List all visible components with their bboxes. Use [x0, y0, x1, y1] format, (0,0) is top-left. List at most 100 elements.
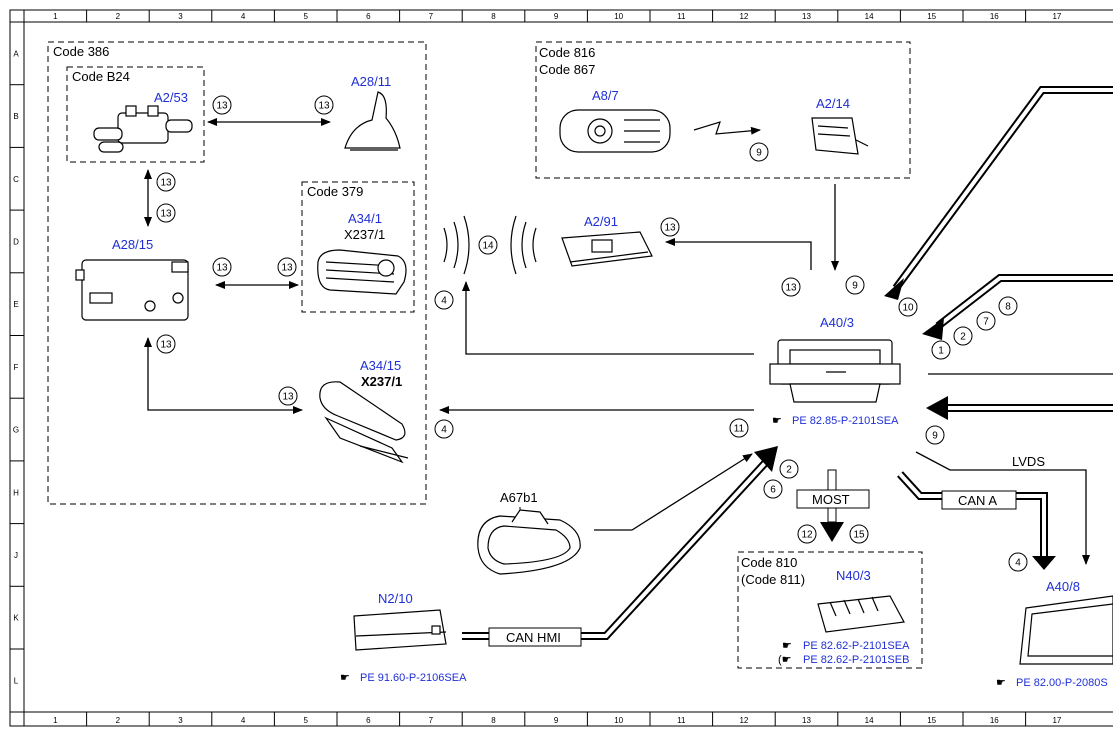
- n40-3-reference: ☛ PE 82.62-P-2101SEA (☛ PE 82.62-P-2101S…: [778, 640, 910, 666]
- code-b24-label: Code B24: [72, 69, 130, 84]
- column-marker-bottom: 17: [1052, 716, 1061, 725]
- callout-c8: 8: [998, 296, 1018, 316]
- a67b1-mirror-icon: [477, 509, 581, 575]
- a34-15-cradle-icon: [319, 381, 409, 464]
- can-hmi-label: CAN HMI: [506, 630, 561, 645]
- a67b1-label: A67b1: [500, 490, 538, 505]
- a40-8-display-icon: [1019, 595, 1113, 665]
- callout-c2-a: 2: [953, 326, 973, 346]
- column-marker-top: 5: [303, 12, 308, 21]
- a2-53-label: A2/53: [154, 90, 188, 105]
- arrow-head-10: [884, 278, 904, 300]
- column-marker-bottom: 1: [53, 716, 58, 725]
- a40-8-label: A40/8: [1046, 579, 1080, 594]
- column-marker-top: 4: [241, 12, 246, 21]
- row-marker: H: [13, 488, 19, 497]
- n40-3-reference-a: PE 82.62-P-2101SEA: [803, 640, 910, 652]
- link-a40-3-a2-91: [665, 238, 812, 270]
- column-marker-bottom: 8: [491, 716, 496, 725]
- column-marker-bottom: 7: [429, 716, 434, 725]
- callout-c13-a: 13: [212, 95, 232, 115]
- code-810-label: Code 810: [741, 555, 797, 570]
- column-marker-bottom: 6: [366, 716, 371, 725]
- callout-number: 4: [441, 425, 447, 436]
- code-379-box: [301, 181, 415, 313]
- callout-c13-i: 13: [660, 217, 680, 237]
- callout-number: 9: [852, 281, 858, 292]
- callout-number: 9: [932, 431, 938, 442]
- code-810-box: [737, 551, 923, 669]
- code-386-label: Code 386: [53, 44, 109, 59]
- column-marker-top: 2: [116, 12, 121, 21]
- code-816-label: Code 816: [539, 45, 595, 60]
- can-a-label: CAN A: [958, 493, 997, 508]
- column-marker-top: 10: [614, 12, 623, 21]
- n40-3-amplifier-icon: [817, 595, 905, 633]
- column-marker-top: 1: [53, 12, 58, 21]
- a28-15-label: A28/15: [112, 237, 153, 252]
- a34-1-label: A34/1: [348, 211, 382, 226]
- a34-1-module-icon: [317, 249, 407, 295]
- link-a67b1-a40-3: [594, 453, 753, 531]
- n40-3-reference-b: PE 82.62-P-2101SEB: [803, 654, 909, 666]
- callout-c11: 11: [729, 418, 749, 438]
- a2-91-module-icon: [561, 231, 653, 267]
- callout-number: 13: [318, 101, 330, 112]
- row-marker: B: [13, 112, 18, 121]
- row-marker: F: [14, 363, 19, 372]
- column-marker-top: 3: [178, 12, 183, 21]
- callout-c15: 15: [849, 524, 869, 544]
- can-hmi-box: [488, 627, 582, 647]
- code-b24-box: [66, 66, 205, 163]
- callout-c4-c: 4: [1008, 552, 1028, 572]
- a2-53-component-icon: [93, 105, 193, 153]
- column-marker-top: 15: [927, 12, 936, 21]
- callout-number: 9: [756, 148, 762, 159]
- callout-c13-f: 13: [277, 257, 297, 277]
- callout-number: 13: [160, 340, 172, 351]
- row-marker: A: [13, 49, 19, 58]
- can-a-box: [941, 490, 1017, 510]
- x237-1-label-b: X237/1: [361, 374, 402, 389]
- wireless-link-a8-7: [693, 121, 761, 135]
- column-marker-top: 13: [802, 12, 811, 21]
- callout-c9-c: 9: [925, 425, 945, 445]
- callout-number: 1: [938, 346, 944, 357]
- row-marker: L: [14, 676, 19, 685]
- column-marker-bottom: 5: [303, 716, 308, 725]
- grid-frame: 1122334455667788991010111112121313141415…: [9, 9, 1113, 727]
- column-marker-bottom: 16: [990, 716, 999, 725]
- callout-number: 7: [983, 317, 989, 328]
- callout-c7: 7: [976, 311, 996, 331]
- most-arrow-shaft-top: [827, 469, 837, 491]
- lvds-line: [915, 451, 1090, 565]
- callout-c9-a: 9: [749, 142, 769, 162]
- column-marker-top: 14: [865, 12, 874, 21]
- lvds-label: LVDS: [1012, 454, 1045, 469]
- column-marker-bottom: 14: [865, 716, 874, 725]
- callout-number: 13: [160, 178, 172, 189]
- can-a-bus-line: [897, 471, 1048, 560]
- callout-c13-c: 13: [156, 172, 176, 192]
- callout-number: 11: [734, 424, 745, 435]
- a28-15-module-icon: [75, 259, 189, 321]
- a8-7-label: A8/7: [592, 88, 619, 103]
- callout-number: 15: [853, 530, 865, 541]
- code-811-label: (Code 811): [741, 572, 805, 587]
- a34-15-label: A34/15: [360, 358, 401, 373]
- callout-c13-d: 13: [156, 203, 176, 223]
- column-marker-top: 6: [366, 12, 371, 21]
- callout-number: 13: [160, 209, 172, 220]
- column-marker-bottom: 10: [614, 716, 623, 725]
- callout-number: 6: [770, 485, 776, 496]
- column-marker-bottom: 15: [927, 716, 936, 725]
- code-379-label: Code 379: [307, 184, 363, 199]
- a2-91-label: A2/91: [584, 214, 618, 229]
- n2-10-reference-text: PE 91.60-P-2106SEA: [360, 672, 467, 684]
- code-816-box: [535, 41, 911, 179]
- callout-number: 13: [216, 263, 228, 274]
- column-marker-bottom: 12: [739, 716, 748, 725]
- callout-c9-b: 9: [845, 275, 865, 295]
- a2-14-receiver-icon: [811, 117, 869, 155]
- callout-c13-j: 13: [781, 277, 801, 297]
